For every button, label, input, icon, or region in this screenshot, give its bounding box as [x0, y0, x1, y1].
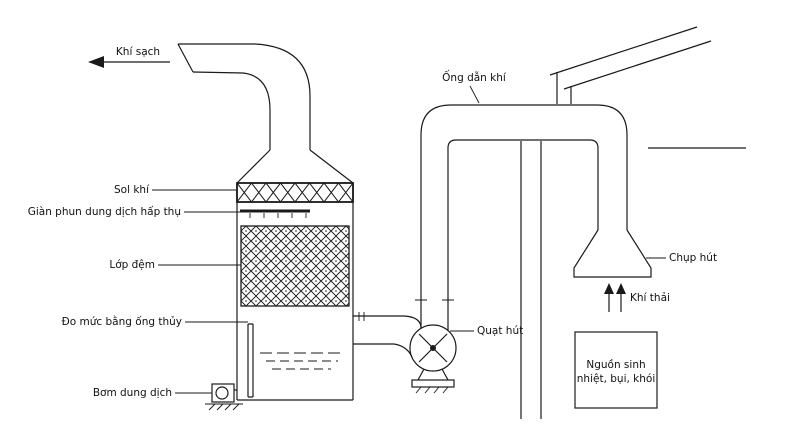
label-source-line1: Nguồn sinh: [586, 359, 645, 371]
exhaust-stack-outer: [178, 43, 311, 150]
suction-hood: [573, 229, 652, 278]
label-source-line2: nhiệt, bụi, khói: [577, 373, 655, 385]
tower-walls: [236, 183, 354, 401]
labels: Khí sạch Sol khí Giàn phun dung dịch hấp…: [28, 46, 717, 399]
label-packing: Lớp đệm: [109, 259, 155, 271]
arrow-up-icon: [616, 283, 626, 294]
duct-flange: [358, 312, 365, 321]
leader-duct: [469, 85, 480, 104]
label-spray-header: Giàn phun dung dịch hấp thụ: [28, 206, 181, 218]
roof-slope: [549, 26, 712, 90]
label-clean-air: Khí sạch: [116, 46, 160, 58]
demister-mesh: [236, 182, 354, 203]
fan-inlet-duct: [353, 312, 422, 358]
arrow-up-icon: [604, 283, 614, 294]
roof-stub: [556, 72, 572, 104]
inlet-duct-bottom: [353, 343, 413, 358]
pump-ground: [205, 403, 243, 411]
liquid-level: [260, 352, 344, 370]
fan-stand: [417, 368, 449, 381]
gas-duct-outer: [420, 104, 628, 328]
fan-base-hatch: [415, 386, 449, 394]
leader-lines: [152, 85, 666, 394]
pump-impeller: [215, 386, 229, 400]
sight-glass-tube: [247, 323, 254, 398]
label-gas-duct: Ống dẫn khí: [442, 70, 507, 84]
packing-bed: [240, 225, 350, 307]
building-lines: [520, 26, 746, 419]
fan-housing: [409, 324, 457, 372]
label-aerosol: Sol khí: [114, 184, 150, 196]
label-level-gauge: Đo mức bằng ống thủy: [62, 315, 182, 328]
label-fan: Quạt hút: [477, 325, 523, 337]
label-hood: Chụp hút: [669, 252, 717, 264]
source-box: [574, 331, 658, 409]
fan-base: [411, 379, 455, 388]
tower-top-cone: [236, 149, 354, 184]
suction-fan: [409, 324, 457, 394]
scrubber-tower: [177, 43, 354, 411]
fan-hub: [430, 345, 436, 351]
arrow-shaft: [608, 293, 622, 312]
label-exhaust: Khí thải: [630, 292, 670, 304]
gas-duct: [415, 104, 628, 331]
clean-air-arrow: [88, 56, 170, 68]
wall-line: [520, 141, 542, 419]
exhaust-stack-inner: [192, 71, 271, 150]
inlet-duct-top: [353, 315, 422, 329]
gas-duct-inner: [447, 139, 599, 331]
spray-nozzles: [249, 213, 307, 218]
exhaust-arrows: [604, 283, 626, 312]
arrow-head-icon: [88, 56, 104, 68]
exhaust-stack-mouth: [177, 43, 194, 73]
label-pump: Bơm dung dịch: [93, 387, 172, 399]
